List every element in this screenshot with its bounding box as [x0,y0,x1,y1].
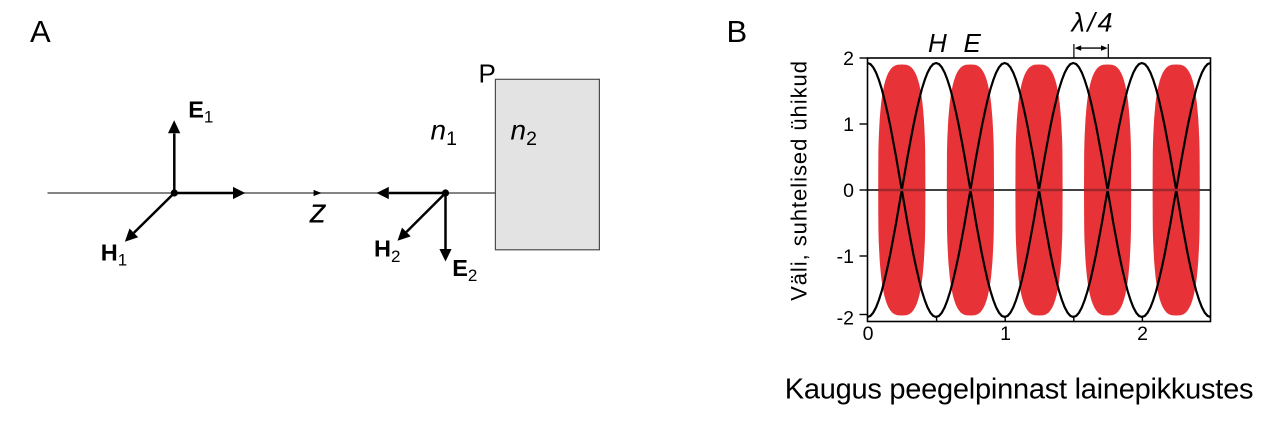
svg-text:E2: E2 [452,255,477,285]
svg-text:Väli, suhtelised ühikud: Väli, suhtelised ühikud [787,60,812,301]
svg-text:1: 1 [843,114,854,136]
svg-text:0: 0 [843,180,854,202]
svg-text:2: 2 [843,48,854,70]
svg-text:0: 0 [863,323,874,345]
svg-text:H: H [928,28,947,58]
svg-text:-2: -2 [837,308,854,330]
svg-text:E: E [964,28,982,58]
svg-text:B: B [727,14,748,49]
svg-text:H2: H2 [374,236,400,266]
svg-text:P: P [479,59,496,89]
svg-text:2: 2 [1137,323,1148,345]
svg-text:H1: H1 [101,239,127,269]
svg-text:Kaugus peegelpinnast lainepikk: Kaugus peegelpinnast lainepikkustes [785,374,1253,406]
svg-text:1: 1 [1000,323,1011,345]
svg-text:z: z [309,193,327,231]
svg-text:-1: -1 [837,246,854,268]
svg-text:λ/4: λ/4 [1070,8,1116,38]
svg-text:A: A [30,14,51,49]
svg-text:E1: E1 [188,96,213,126]
svg-text:n1: n1 [431,115,457,151]
